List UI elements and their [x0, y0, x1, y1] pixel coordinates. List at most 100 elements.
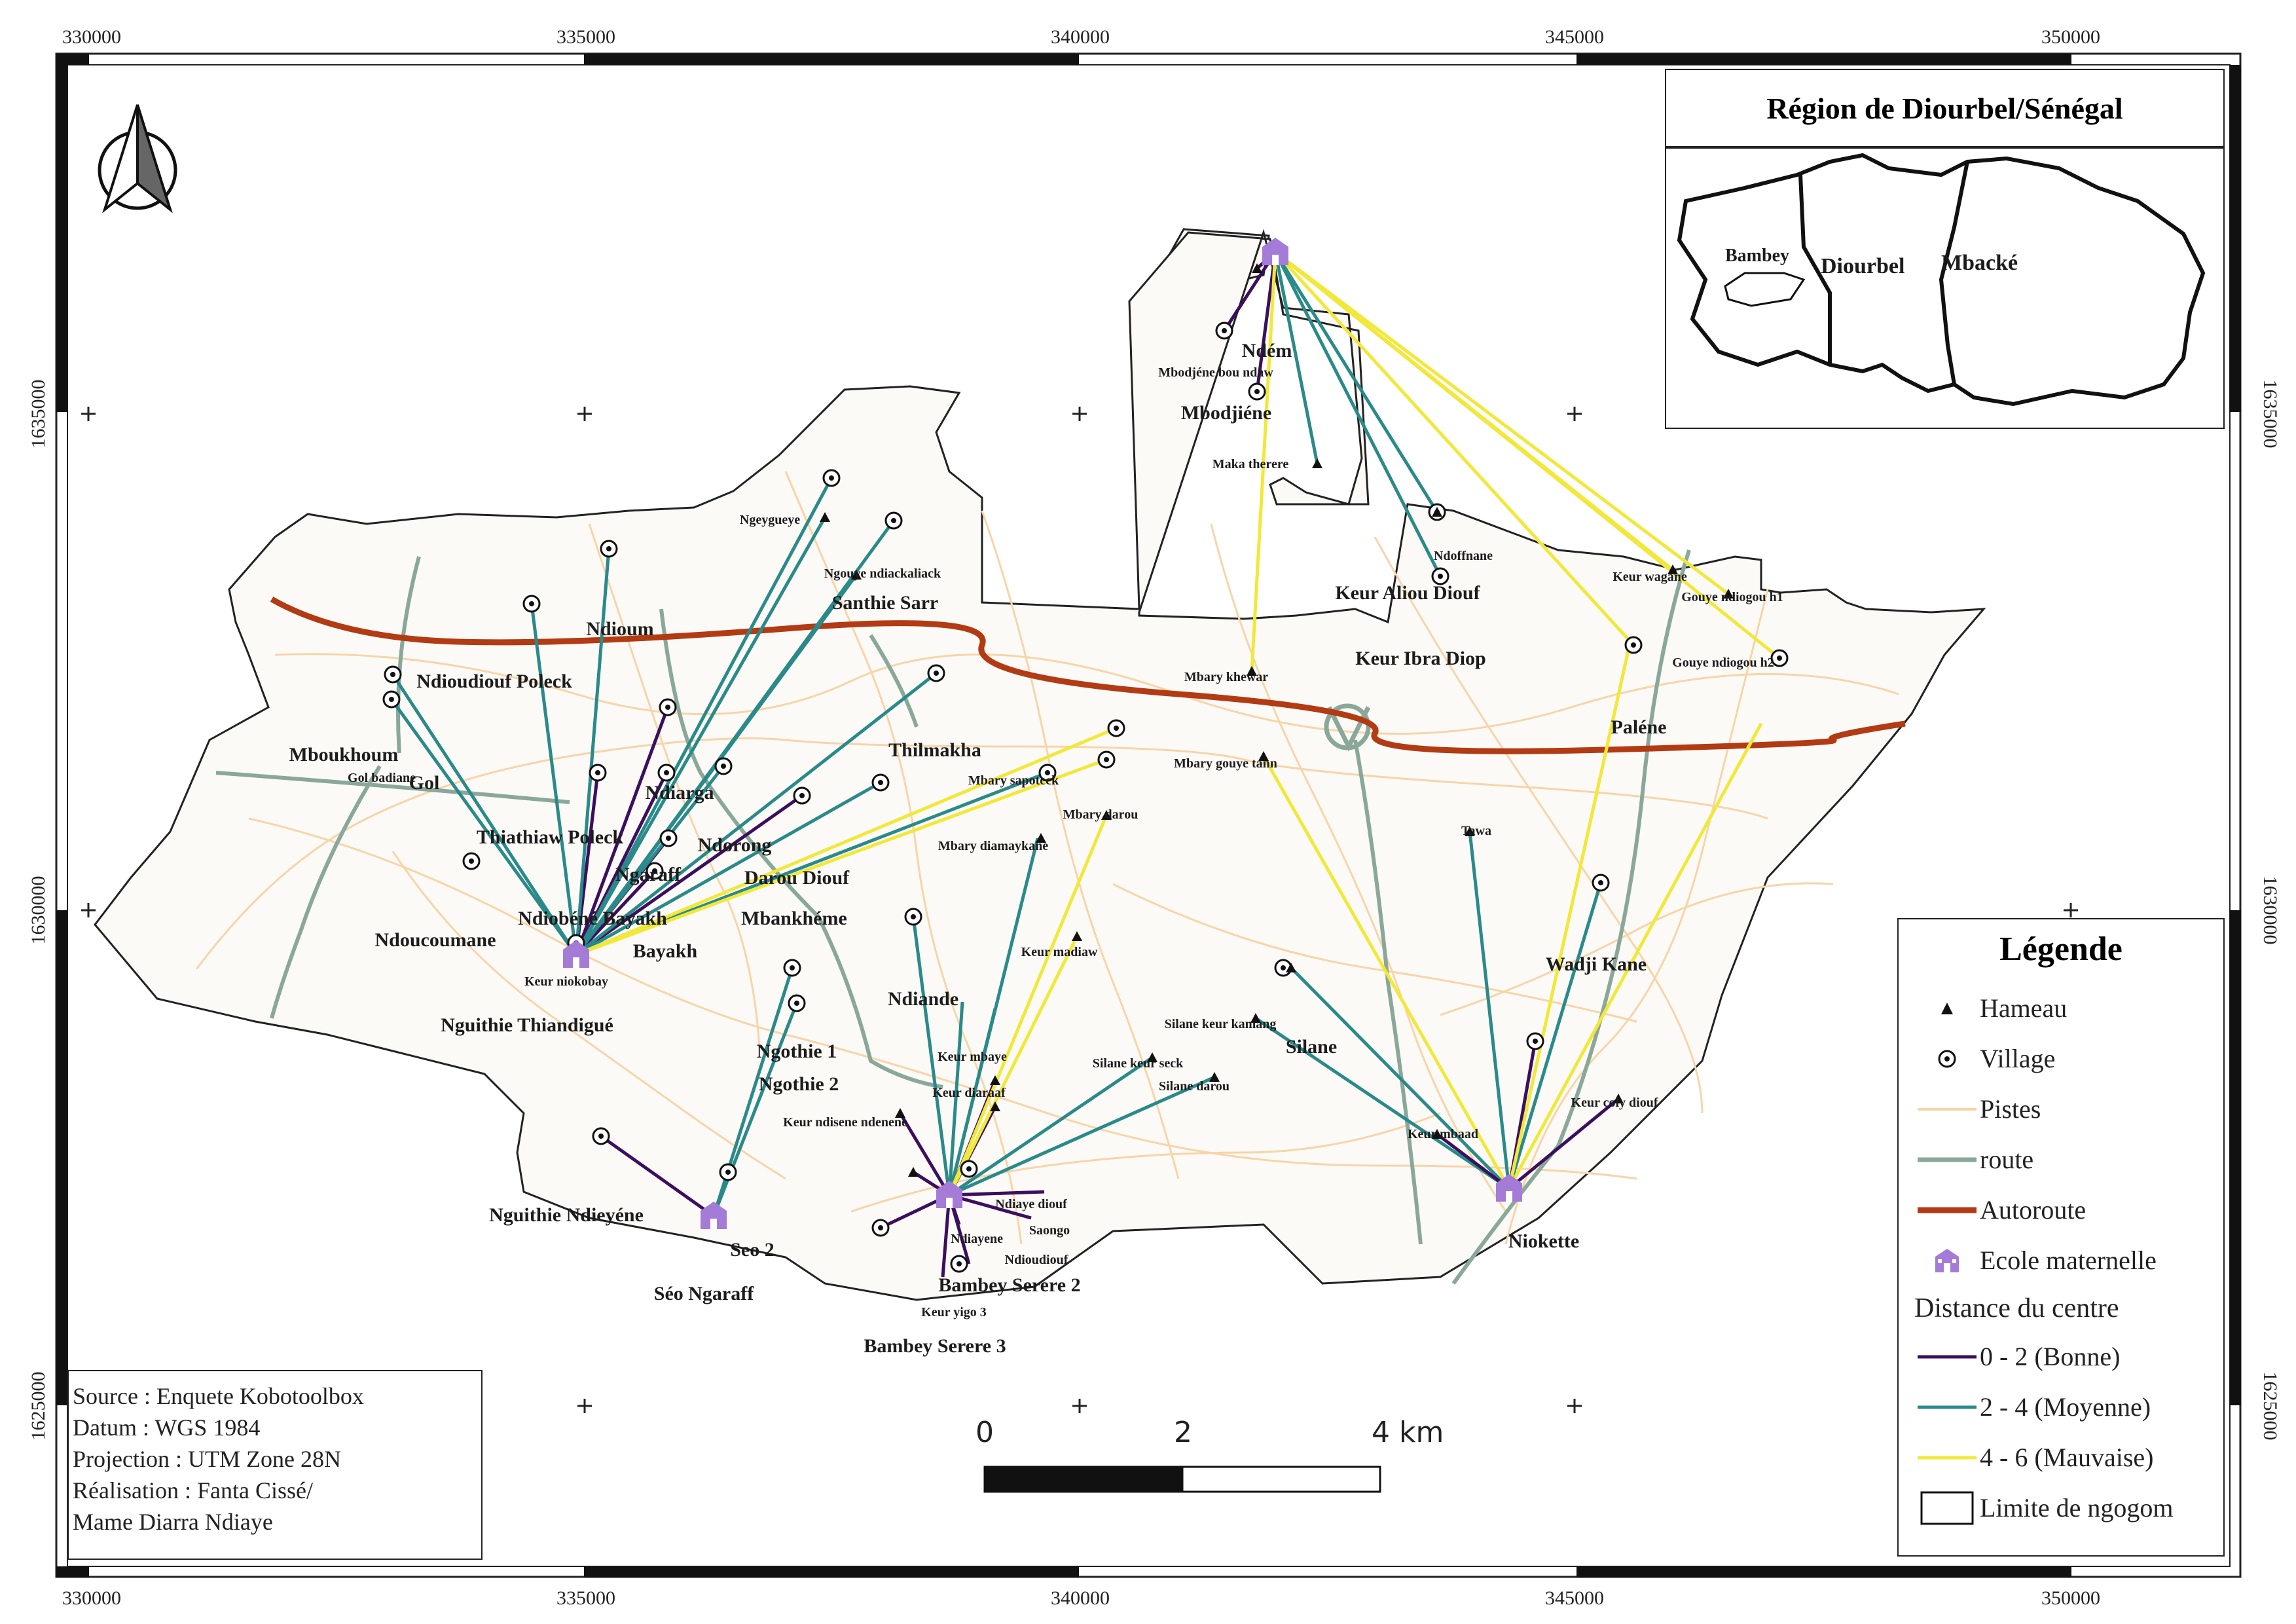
source-line-5: Mame Diarra Ndiaye — [73, 1509, 273, 1535]
legend-label-autoroute: Autoroute — [1980, 1195, 2086, 1225]
hamlet-marker — [1258, 751, 1269, 761]
place-label-major: Ndorong — [698, 834, 772, 856]
inset-map: Bambey Diourbel Mbacké — [1665, 147, 2225, 429]
place-label-minor: Ndiaye diouf — [995, 1197, 1067, 1211]
place-label-minor: Mbary diamaykane — [938, 839, 1048, 853]
legend-item-route: route — [1914, 1134, 2208, 1185]
hamlet-marker — [1252, 263, 1262, 273]
hamlet-marker — [908, 1167, 919, 1177]
y-tick-label-right: 1630000 — [2259, 876, 2281, 945]
distance-line — [898, 1112, 951, 1196]
village-marker-dot — [966, 1166, 972, 1172]
place-label-minor: Gol badiane — [348, 771, 416, 785]
place-label-major: Nguithie Ndieyéne — [489, 1204, 644, 1226]
distance-line — [574, 707, 670, 955]
village-marker-dot — [664, 770, 669, 775]
distance-line — [948, 1075, 1216, 1197]
place-label-major: Séo Ngaraff — [654, 1283, 754, 1304]
village-marker-dot — [794, 1001, 799, 1006]
hamlet-marker — [1250, 1013, 1261, 1023]
distance-line — [530, 603, 578, 955]
distance-line — [1507, 722, 1763, 1190]
place-label-major: Ndiande — [888, 988, 958, 1010]
distance-line — [575, 794, 803, 957]
distance-line — [574, 516, 827, 956]
hamlet-marker — [1465, 826, 1475, 836]
boundary-box-icon — [1914, 1488, 1980, 1528]
legend-label-school: Ecole maternelle — [1980, 1246, 2157, 1275]
place-label-minor: Keur mbaad — [1408, 1127, 1478, 1141]
legend-label-route: route — [1980, 1145, 2034, 1174]
legend-label-dist-mid: 2 - 4 (Moyenne) — [1980, 1392, 2151, 1422]
x-tick-label-bottom: 345000 — [1545, 1587, 1604, 1609]
place-label-major: Bambey Serere 3 — [864, 1335, 1006, 1357]
inset-title: Région de Diourbel/Sénégal — [1665, 69, 2225, 147]
place-label-major: Ndoucoumane — [374, 929, 496, 951]
distance-line — [1274, 251, 1781, 659]
source-line-2: Datum : WGS 1984 — [73, 1414, 261, 1441]
hamlet-marker — [1432, 507, 1442, 517]
x-tick-label-bottom: 340000 — [1051, 1587, 1110, 1609]
place-label-major: Nguithie Thiandigué — [441, 1014, 613, 1036]
x-tick-label-top: 340000 — [1051, 26, 1110, 48]
distance-line — [947, 1001, 964, 1196]
place-label-major: Ngaraff — [615, 864, 682, 885]
place-label-major: Silane — [1286, 1036, 1337, 1058]
village-marker-dot — [1254, 389, 1260, 394]
place-label-major: Ndioudiouf Poleck — [416, 671, 572, 692]
distance-mid-line-icon — [1914, 1388, 1980, 1427]
place-label-minor: Ndoffnane — [1434, 549, 1493, 563]
place-label-minor: Silane keur kamang — [1165, 1017, 1277, 1031]
place-label-major: Thiathiaw Poleck — [477, 826, 623, 848]
place-label-minor: Mbodjéne bou ndaw — [1158, 365, 1273, 380]
village-marker-dot — [652, 868, 657, 874]
village-marker-dot — [934, 671, 939, 676]
village-marker-dot — [598, 1134, 604, 1139]
distance-line — [1274, 251, 1730, 595]
scale-label-4km: 4 km — [1372, 1416, 1444, 1449]
place-label-major: Keur Aliou Diouf — [1335, 582, 1480, 604]
legend-item-pistes: Pistes — [1914, 1084, 2208, 1134]
inset-label-mbacke: Mbacké — [1941, 251, 2018, 275]
source-line-4: Réalisation : Fanta Cissé/ — [73, 1477, 313, 1504]
place-label-minor: Keur niokobay — [524, 974, 608, 989]
school-building-icon — [1914, 1241, 1980, 1280]
place-label-minor: Gouye ndiogou h2 — [1672, 655, 1774, 670]
hamlet-marker — [1286, 963, 1296, 972]
distance-line — [575, 726, 1117, 957]
village-marker-dot — [606, 546, 611, 551]
distance-line — [1273, 251, 1442, 578]
schools-layer — [563, 238, 1522, 1229]
school-door — [573, 957, 579, 968]
place-label-minor: Mbary darou — [1063, 807, 1139, 822]
y-tick-label-left: 1635000 — [27, 380, 49, 449]
village-marker-dot — [1631, 642, 1636, 648]
village-marker-dot — [878, 780, 883, 785]
distance-good-line-icon — [1914, 1337, 1980, 1376]
school-marker — [563, 940, 589, 968]
place-label-major: Mbankhéme — [741, 908, 847, 929]
place-label-major: Mbodjiéne — [1181, 402, 1271, 424]
hamlet-marker — [990, 1075, 1000, 1085]
place-label-minor: Tawa — [1461, 824, 1491, 838]
legend-item-school: Ecole maternelle — [1914, 1235, 2208, 1285]
hamlet-marker — [1432, 1129, 1442, 1139]
hamlet-marker — [1723, 589, 1734, 599]
village-marker-dot — [957, 1261, 962, 1266]
village-marker-dot — [1114, 726, 1119, 731]
village-marker-dot — [665, 705, 670, 710]
place-label-major: Niokette — [1508, 1230, 1579, 1252]
distance-line — [391, 673, 578, 956]
village-marker-dot — [389, 697, 394, 702]
place-label-major: Ndioum — [586, 618, 653, 640]
x-tick-label-bottom: 330000 — [62, 1587, 121, 1609]
legend-item-dist-mid: 2 - 4 (Moyenne) — [1914, 1382, 2208, 1432]
place-label-minor: Silane darou — [1159, 1079, 1230, 1094]
distance-line — [575, 781, 882, 957]
distance-line — [947, 935, 1079, 1196]
school-marker — [936, 1181, 962, 1208]
place-label-minor: Mbary khewar — [1184, 670, 1268, 684]
place-label-minor: Saongo — [1029, 1223, 1070, 1238]
distance-line — [947, 1008, 997, 1196]
